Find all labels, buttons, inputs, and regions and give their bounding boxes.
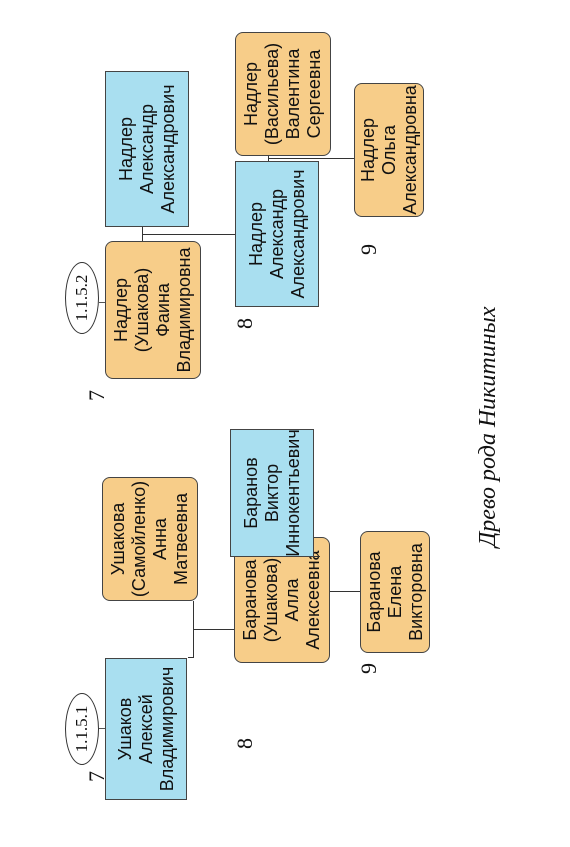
name-line: Александрович	[157, 84, 178, 214]
diagram-caption: Древо рода Никитиных	[475, 306, 501, 547]
descent-line	[344, 591, 360, 592]
person-wife: Ушакова (Самойленко) Анна Матвеевна	[102, 477, 198, 601]
person-husband: Надлер Александр Александрович	[105, 71, 189, 227]
name-line: Баранова	[363, 551, 384, 633]
descent-line	[193, 629, 234, 630]
family-id-oval: 1.1.5.1	[65, 693, 99, 765]
name-line: Алексеевна	[303, 550, 323, 650]
name-line: (Васильева)	[262, 42, 282, 146]
name-line: Алла	[282, 578, 302, 622]
person-son: Надлер Александр Александрович	[235, 161, 319, 307]
name-line: Надлер	[111, 277, 131, 343]
name-line: Елена	[384, 565, 405, 619]
marriage-line	[314, 556, 320, 557]
name-line: Баранова	[240, 559, 260, 641]
person-grandchild: Баранова Елена Викторовна	[360, 531, 430, 653]
name-line: Владимировна	[174, 247, 194, 373]
name-line: Александр	[266, 188, 287, 280]
name-line: (Ушакова)	[132, 267, 152, 353]
descent-line	[268, 158, 354, 159]
name-line: Виктор	[261, 463, 282, 523]
name-line: Надлер	[245, 201, 266, 267]
name-line: Александр	[136, 103, 157, 195]
name-line: Фаина	[153, 283, 173, 337]
name-line: Иннокентьевич	[282, 429, 303, 557]
generation-number: 9	[356, 244, 381, 255]
name-line: Надлер	[115, 116, 136, 182]
name-line: Алексей	[135, 694, 156, 764]
person-wife: Надлер (Ушакова) Фаина Владимировна	[105, 241, 201, 379]
person-son-in-law: Баранов Виктор Иннокентьевич	[230, 429, 314, 557]
name-line: Викторовна	[405, 543, 426, 641]
name-line: Надлер	[357, 117, 378, 183]
name-line: (Самойленко)	[129, 480, 149, 598]
name-line: Анна	[150, 518, 170, 560]
descent-line	[142, 234, 235, 235]
generation-number: 7	[84, 390, 109, 401]
name-line: Ольга	[378, 125, 399, 175]
person-daughter-in-law: Надлер (Васильева) Валентина Сергеевна	[235, 32, 331, 156]
name-line: Александрович	[287, 169, 308, 299]
person-husband: Ушаков Алексей Владимирович	[105, 658, 187, 800]
name-line: Матвеевна	[171, 493, 191, 585]
descent-line	[330, 591, 345, 592]
name-line: Ушаков	[114, 697, 135, 761]
person-grandchild: Надлер Ольга Александровна	[354, 83, 424, 217]
name-line: Ушакова	[108, 502, 128, 576]
family-id-oval: 1.1.5.2	[65, 262, 99, 334]
name-line: Баранов	[240, 457, 261, 529]
name-line: Владимирович	[156, 666, 177, 792]
name-line: Валентина	[283, 48, 303, 140]
generation-number: 9	[356, 663, 381, 674]
name-line: Сергеевна	[304, 49, 324, 139]
generation-number: 8	[232, 738, 257, 749]
name-line: Александровна	[399, 85, 420, 215]
name-line: Надлер	[241, 61, 261, 127]
generation-number: 8	[232, 318, 257, 329]
name-line: (Ушакова)	[261, 557, 281, 643]
